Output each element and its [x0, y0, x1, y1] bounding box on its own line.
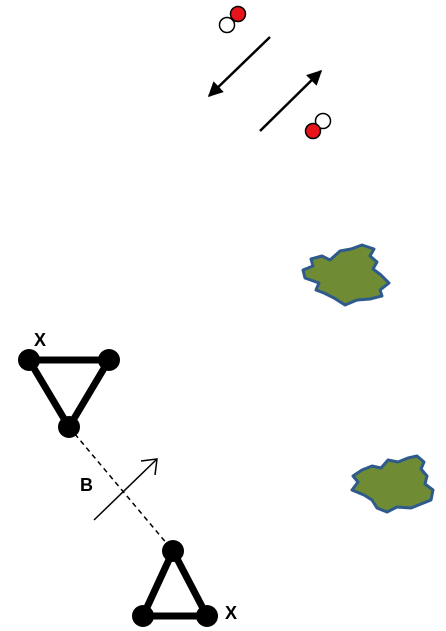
triangle-bottom-atom-right: [196, 605, 218, 627]
arrow-down-left: [207, 36, 271, 98]
triangle-bottom-atom-top: [162, 540, 184, 562]
triangle-top-atom-right: [98, 349, 120, 371]
red-atom-bottom: [304, 122, 322, 140]
triangle-top-atom-left: [18, 349, 40, 371]
label-x-top: X: [34, 330, 46, 350]
triangle-molecule-bottom: [132, 540, 218, 627]
land-patch-lower: [350, 454, 435, 514]
molecule-bottom: [304, 112, 332, 140]
triangle-bottom-atom-left: [132, 605, 154, 627]
molecule-top: [218, 5, 247, 34]
white-atom-top: [218, 16, 236, 34]
land-patch-upper: [301, 243, 391, 307]
arrow-up-right: [259, 69, 323, 132]
label-b: B: [80, 475, 93, 495]
red-atom-top: [229, 5, 247, 23]
arrow-b: [93, 458, 158, 521]
white-atom-bottom: [314, 112, 332, 130]
label-x-bottom: X: [225, 603, 237, 623]
triangle-molecule-top: [18, 349, 120, 438]
